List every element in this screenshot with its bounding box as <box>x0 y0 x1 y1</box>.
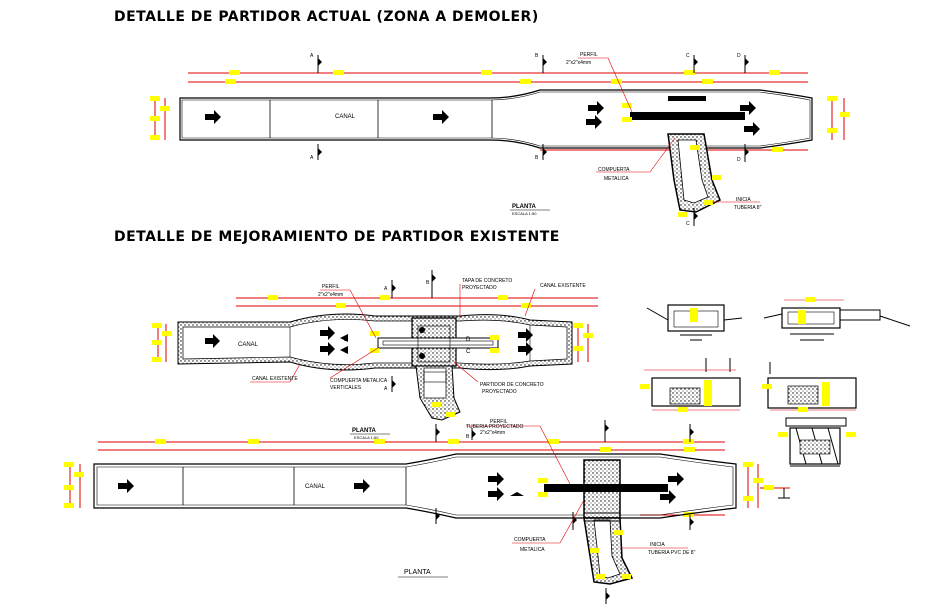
svg-text:A: A <box>310 155 314 161</box>
svg-text:A: A <box>384 286 388 292</box>
section-mark-d2: D <box>737 144 749 163</box>
svg-text:D: D <box>344 337 349 343</box>
section-mark-a1: A <box>310 53 322 73</box>
planta-label-2: PLANTA <box>352 428 377 434</box>
section-detail-3 <box>640 358 741 412</box>
section-detail-4 <box>762 362 857 412</box>
tuberia-label-3: TUBERIA PVC DE 8" <box>648 550 696 556</box>
title-bottom: DETALLE DE MEJORAMIENTO DE PARTIDOR EXIS… <box>114 229 560 245</box>
svg-text:C: C <box>686 221 690 227</box>
metalica-label-1: METALICA <box>604 176 629 182</box>
title-top: DETALLE DE PARTIDOR ACTUAL (ZONA A DEMOL… <box>114 9 539 25</box>
compuerta-label-2: COMPUERTA METALICA <box>330 378 388 384</box>
metalica-label-3: METALICA <box>520 547 545 553</box>
svg-text:B: B <box>535 155 539 161</box>
perfil-dim-2: 2"x2"x4mm <box>318 292 343 298</box>
canal-existente-label-2: CANAL EXISTENTE <box>252 376 298 382</box>
canal-label-3: CANAL <box>305 484 326 490</box>
section-detail-5 <box>778 417 856 467</box>
svg-text:D: D <box>737 157 741 163</box>
section-mark-c1: C <box>686 53 698 73</box>
verticales-label-2: VERTICALES <box>330 385 362 391</box>
tuberia-top-label-3: TUBERIA PROYECTADO <box>466 424 524 430</box>
partidor-label-1: PARTIDOR DE CONCRETO <box>480 382 544 388</box>
svg-text:B: B <box>466 434 470 440</box>
svg-text:C: C <box>466 349 471 355</box>
partidor-label-2: PROYECTADO <box>482 389 517 395</box>
perfil-label-1: PERFIL <box>580 52 598 58</box>
compuerta-label-1: COMPUERTA <box>598 167 630 173</box>
perfil-label-3: PERFIL <box>490 419 508 425</box>
plan-3: CANAL PERFIL TUBERIA PROYECTADO 2"x2"x4m… <box>64 419 790 604</box>
canal-label-2: CANAL <box>238 342 259 348</box>
canal-label-1: CANAL <box>335 114 356 120</box>
escala-label-2: ESCALA 1:50 <box>354 435 379 440</box>
section-mark-c2: C <box>686 208 698 227</box>
plan-2: A A B B D C D C CANAL PERFIL 2"x2"x4mm T… <box>152 270 598 440</box>
section-mark-a2: A <box>310 144 322 161</box>
perfil-dim-1: 2"x2"x4mm <box>566 60 591 66</box>
section-detail-1 <box>646 304 743 341</box>
section-details <box>640 297 911 467</box>
svg-text:D: D <box>466 337 471 343</box>
svg-text:B: B <box>426 280 430 286</box>
tapa-label-2: PROYECTADO <box>462 285 497 291</box>
svg-text:D: D <box>737 53 741 59</box>
compuerta-label-3: COMPUERTA <box>514 537 546 543</box>
section-mark-d1: D <box>737 53 749 73</box>
planta-label-3: PLANTA <box>404 569 431 576</box>
dim-label-3: 2"x2"x4mm <box>480 430 505 436</box>
svg-text:C: C <box>686 53 690 59</box>
inicia-label-3: INICIA <box>650 542 665 548</box>
planta-label-1: PLANTA <box>512 204 537 210</box>
svg-text:C: C <box>344 349 349 355</box>
section-mark-b1: B <box>535 53 547 73</box>
perfil-label-2: PERFIL <box>322 284 340 290</box>
section-detail-2 <box>763 297 911 341</box>
svg-text:A: A <box>384 386 388 392</box>
escala-label-1: ESCALA 1:50 <box>512 211 537 216</box>
canal-existente-label-1: CANAL EXISTENTE <box>540 283 586 289</box>
inicia-label-1: INICIA <box>736 197 751 203</box>
svg-text:A: A <box>310 53 314 59</box>
tapa-label-1: TAPA DE CONCRETO <box>462 278 512 284</box>
svg-text:B: B <box>535 53 539 59</box>
tuberia-label-1: TUBERIA 8" <box>734 205 762 211</box>
section-mark-b2: B <box>535 144 547 161</box>
plan-1: A A B B C D D C CANAL PERFIL 2"x2"x4mm C… <box>150 52 850 227</box>
